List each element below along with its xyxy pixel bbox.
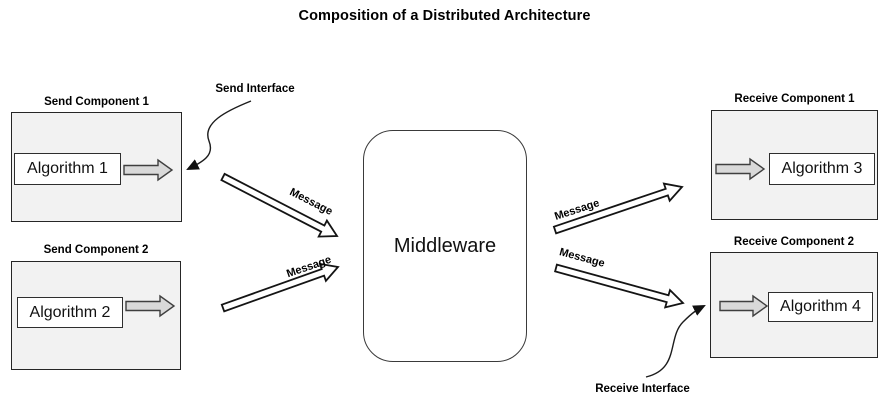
message-arrow-middleware-to-receive2 [554, 263, 685, 309]
diagram-title: Composition of a Distributed Architectur… [298, 8, 591, 24]
algorithm-1-box: Algorithm 1 [14, 153, 121, 185]
middleware-box: Middleware [363, 130, 527, 362]
algorithm-3-box: Algorithm 3 [769, 153, 875, 185]
send-component-2-label: Send Component 2 [43, 244, 149, 256]
algorithm-2-box: Algorithm 2 [17, 297, 123, 328]
message-label-send1: Message [287, 186, 335, 218]
send-interface-arrow [186, 100, 252, 170]
send-component-1-label: Send Component 1 [44, 96, 149, 108]
receive-interface-label: Receive Interface [595, 383, 690, 395]
receive-component-1-label: Receive Component 1 [734, 93, 855, 105]
receive-interface-arrow [645, 305, 706, 378]
message-label-receive1: Message [553, 197, 601, 223]
algorithm-4-box: Algorithm 4 [768, 292, 873, 322]
message-label-receive2: Message [557, 246, 606, 270]
message-label-send2: Message [285, 253, 333, 281]
receive-component-2-label: Receive Component 2 [733, 236, 855, 248]
send-interface-label: Send Interface [215, 83, 295, 95]
